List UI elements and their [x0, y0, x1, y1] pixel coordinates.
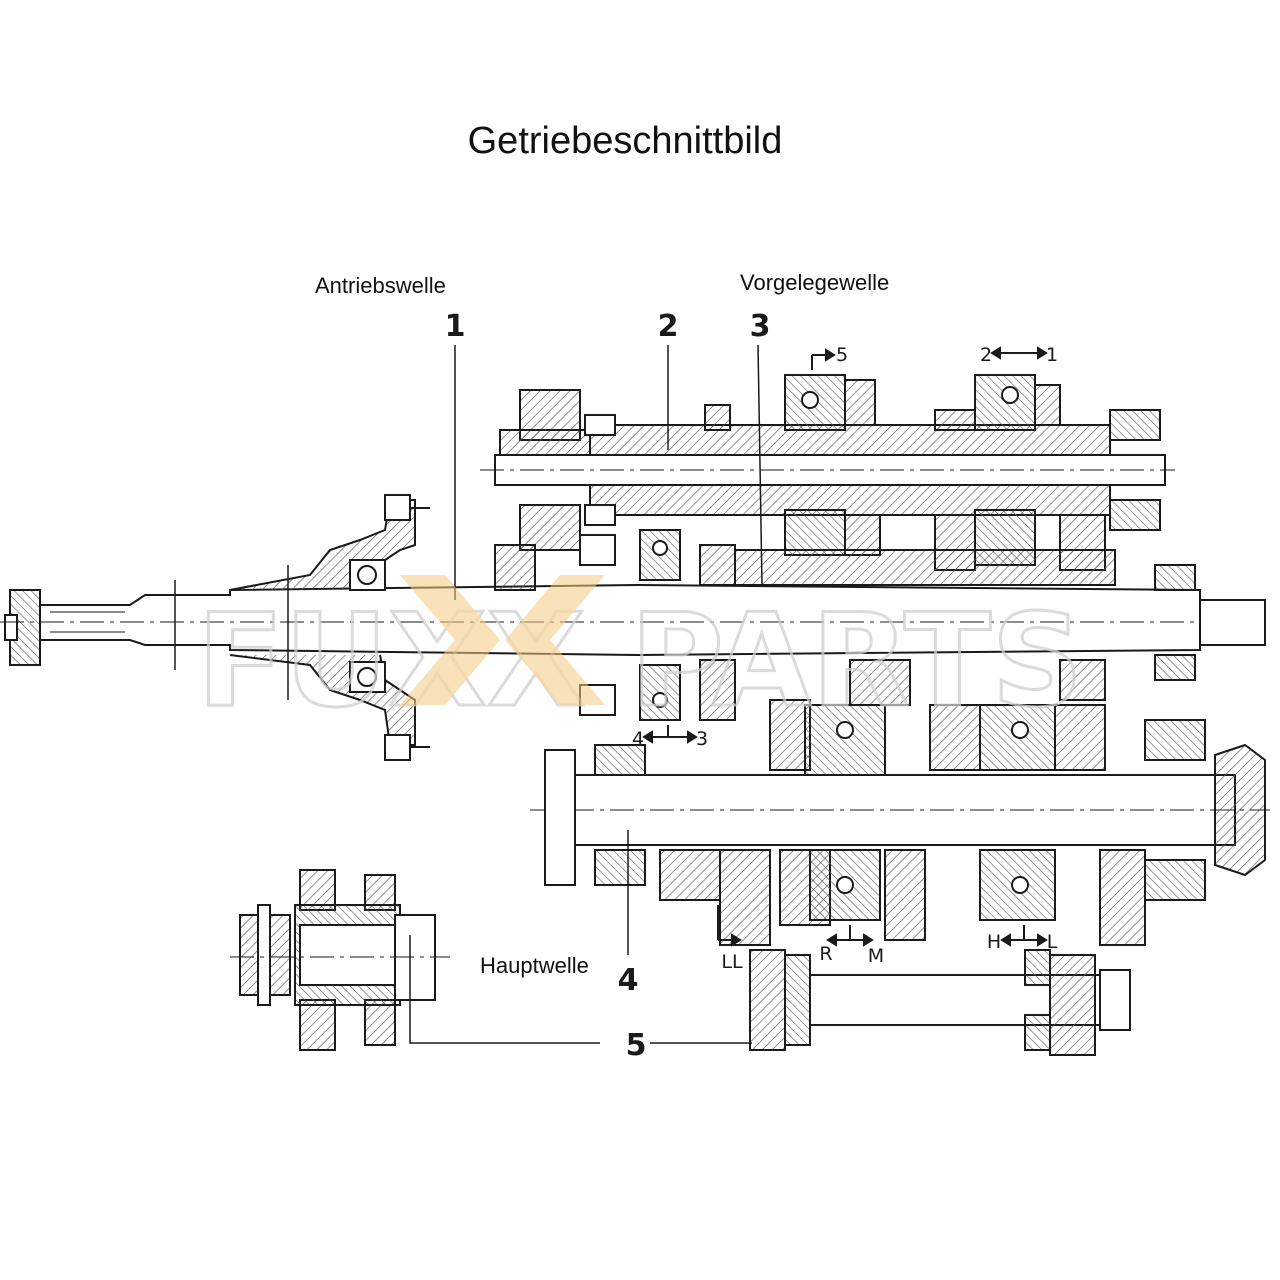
callout-1: 1	[445, 309, 466, 344]
callout-4: 4	[618, 963, 639, 998]
label-hauptwelle: Hauptwelle	[480, 953, 589, 978]
label-vorgelegewelle: Vorgelegewelle	[740, 270, 890, 295]
marker-l: L	[1047, 931, 1058, 953]
marker-ll: LL	[721, 951, 743, 973]
callout-2: 2	[658, 309, 679, 344]
marker-3: 3	[696, 728, 708, 750]
page-title: Getriebeschnittbild	[467, 120, 783, 162]
watermark-logo: FUXX PARTS	[195, 575, 1085, 738]
marker-2: 2	[980, 344, 992, 366]
marker-1: 1	[1046, 344, 1058, 366]
detail-inset	[230, 869, 450, 1051]
callout-3: 3	[750, 309, 771, 344]
marker-h: H	[987, 931, 1001, 953]
input-shaft-assembly	[0, 494, 1270, 761]
shift-arrows	[642, 346, 1048, 947]
label-antriebswelle: Antriebswelle	[315, 273, 446, 298]
marker-r: R	[819, 943, 832, 965]
shift-markers: 5 2 1 4 3 R M H L LL	[632, 344, 1058, 973]
callout-numbers: 1 2 3 4 5	[445, 309, 771, 1063]
marker-m: M	[868, 945, 884, 967]
main-shaft-assembly	[530, 699, 1270, 1056]
marker-4: 4	[632, 728, 644, 750]
watermark-text: FUXX PARTS	[197, 587, 1084, 736]
marker-5: 5	[836, 344, 848, 366]
leader-lines	[409, 344, 763, 1044]
callout-5: 5	[626, 1028, 647, 1063]
